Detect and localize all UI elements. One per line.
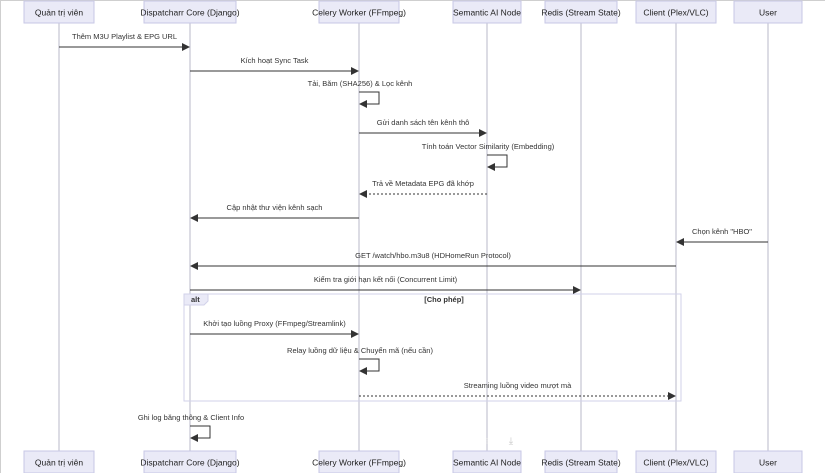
message-label: Trả về Metadata EPG đã khớp [372, 179, 474, 188]
message-3: Tải, Băm (SHA256) & Lọc kênh [308, 79, 413, 108]
message-5: Tính toán Vector Similarity (Embedding) [422, 142, 555, 171]
participant-box [318, 450, 400, 473]
participant-label: Redis (Stream State) [541, 7, 621, 17]
message-label: Khởi tạo luồng Proxy (FFmpeg/Streamlink) [203, 319, 346, 328]
participant-box [143, 450, 237, 473]
message-label: Tải, Băm (SHA256) & Lọc kênh [308, 79, 413, 88]
participant-label: Quản trị viên [35, 7, 83, 17]
participant-box [23, 0, 95, 24]
faint-mark: ⁝ [486, 436, 489, 446]
frame-top-border [0, 0, 825, 1]
participant-box [143, 0, 237, 24]
message-label: Tính toán Vector Similarity (Embedding) [422, 142, 555, 151]
participant-bottom-semantic-ai-node: Semantic AI Node [452, 450, 522, 473]
message-label: Ghi log băng thông & Client Info [138, 413, 244, 422]
alt-block [183, 293, 682, 402]
message-10: Kiểm tra giới hạn kết nối (Concurrent Li… [190, 275, 581, 294]
message-12: Relay luồng dữ liệu & Chuyển mã (nếu cần… [287, 346, 433, 375]
participant-label: Client (Plex/VLC) [643, 7, 708, 17]
message-11: Khởi tạo luồng Proxy (FFmpeg/Streamlink) [190, 319, 359, 338]
message-label: Kích hoạt Sync Task [241, 56, 309, 65]
participant-top-qu-n-tr-vi-n: Quản trị viên [23, 0, 95, 24]
message-6: Trả về Metadata EPG đã khớp [359, 179, 487, 198]
participant-label: Quản trị viên [35, 457, 83, 467]
message-label: Thêm M3U Playlist & EPG URL [72, 32, 177, 41]
participant-bottom-celery-worker-ffmpeg: Celery Worker (FFmpeg) [312, 450, 406, 473]
participant-bottom-client-plex-vlc: Client (Plex/VLC) [635, 450, 717, 473]
message-label: Streaming luồng video mượt mà [464, 381, 572, 390]
message-7: Cập nhật thư viện kênh sạch [190, 203, 359, 222]
participant-top-semantic-ai-node: Semantic AI Node [452, 0, 522, 24]
participant-bottom-qu-n-tr-vi-n: Quản trị viên [23, 450, 95, 473]
participant-box [544, 0, 618, 24]
message-label: Kiểm tra giới hạn kết nối (Concurrent Li… [314, 275, 458, 284]
message-1: Thêm M3U Playlist & EPG URL [59, 32, 190, 51]
participant-box [23, 450, 95, 473]
participant-label: Client (Plex/VLC) [643, 457, 708, 467]
participant-box [452, 0, 522, 24]
participant-bottom-redis-stream-state: Redis (Stream State) [541, 450, 621, 473]
participant-label: Redis (Stream State) [541, 457, 621, 467]
participant-label: User [759, 7, 777, 17]
message-8: Chọn kênh "HBO" [676, 227, 768, 246]
message-label: Gửi danh sách tên kênh thô [377, 118, 470, 127]
participant-label: Celery Worker (FFmpeg) [312, 7, 406, 17]
message-14: Ghi log băng thông & Client Info [138, 413, 244, 442]
participant-box [318, 0, 400, 24]
alt-tag-box [183, 293, 209, 306]
message-self-loop [190, 425, 211, 442]
participant-box [452, 450, 522, 473]
participant-bottom-user: User [733, 450, 803, 473]
participant-label: Semantic AI Node [453, 7, 521, 17]
participant-box [733, 450, 803, 473]
participant-top-client-plex-vlc: Client (Plex/VLC) [635, 0, 717, 24]
message-self-loop [359, 91, 380, 108]
message-self-loop [359, 358, 380, 375]
participant-label: Dispatcharr Core (Django) [140, 7, 239, 17]
participant-top-user: User [733, 0, 803, 24]
participant-box [733, 0, 803, 24]
participant-top-dispatcharr-core-django: Dispatcharr Core (Django) [140, 0, 240, 24]
message-2: Kích hoạt Sync Task [190, 56, 359, 75]
participant-box [635, 0, 717, 24]
alt-tag-label: alt [191, 295, 200, 304]
participant-top-redis-stream-state: Redis (Stream State) [541, 0, 621, 24]
message-4: Gửi danh sách tên kênh thô [359, 118, 487, 137]
participant-bottom-dispatcharr-core-django: Dispatcharr Core (Django) [140, 450, 240, 473]
message-self-loop [487, 154, 508, 171]
participant-top-celery-worker-ffmpeg: Celery Worker (FFmpeg) [312, 0, 406, 24]
participant-label: Celery Worker (FFmpeg) [312, 457, 406, 467]
message-label: GET /watch/hbo.m3u8 (HDHomeRun Protocol) [355, 251, 511, 260]
participant-box [635, 450, 717, 473]
participant-label: User [759, 457, 777, 467]
alt-condition: [Cho phép] [424, 295, 464, 304]
participant-box [544, 450, 618, 473]
message-13: Streaming luồng video mượt mà [359, 381, 676, 400]
message-label: Chọn kênh "HBO" [692, 227, 752, 236]
participant-label: Semantic AI Node [453, 457, 521, 467]
participant-label: Dispatcharr Core (Django) [140, 457, 239, 467]
frame-left-border [0, 0, 1, 473]
message-label: Cập nhật thư viện kênh sạch [227, 203, 323, 212]
download-icon: ⤓ [509, 436, 514, 447]
message-9: GET /watch/hbo.m3u8 (HDHomeRun Protocol) [190, 251, 676, 270]
message-label: Relay luồng dữ liệu & Chuyển mã (nếu cần… [287, 346, 433, 355]
